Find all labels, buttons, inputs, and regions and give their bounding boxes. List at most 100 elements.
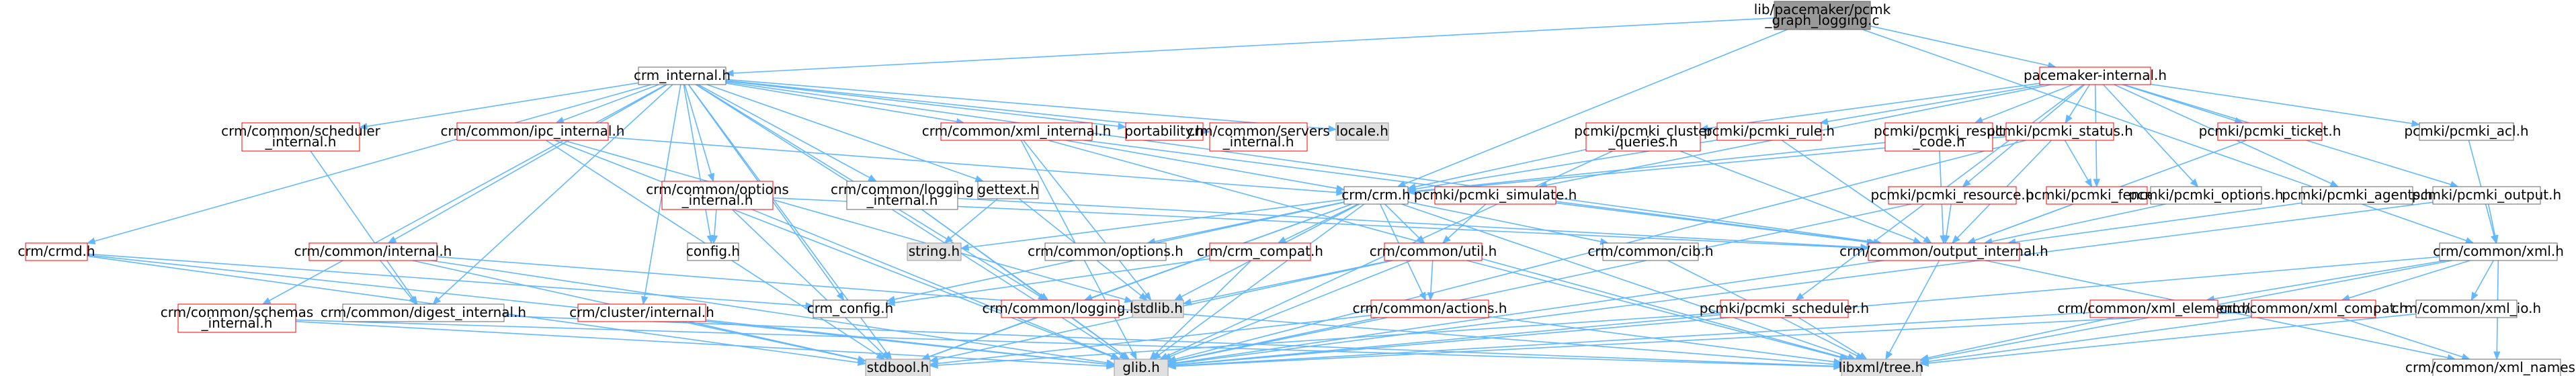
- node-box: [1868, 242, 2020, 261]
- node-label: crm/common/xml.h: [2433, 243, 2564, 259]
- node-label: crm/crmd.h: [17, 243, 95, 259]
- node-label: glib.h: [1122, 359, 1160, 375]
- node-box: [1774, 1, 1871, 30]
- node-xml-internal[interactable]: crm/common/xml_internal.h: [922, 122, 1112, 141]
- node-label: pcmki/pcmki_status.h: [1987, 123, 2133, 139]
- edge-crm_internal-to-locale: [725, 79, 1337, 133]
- node-common-util[interactable]: crm/common/util.h: [1370, 242, 1497, 261]
- node-pcmki-resource[interactable]: pcmki/pcmki_resource.h: [1871, 186, 2034, 205]
- edge-crm_compat-to-crm_config: [886, 258, 1210, 306]
- edge-common_util-to-stdlib: [1182, 260, 1392, 306]
- node-common-logging[interactable]: crm/common/logging.h: [982, 299, 1138, 318]
- node-label: crm/common/logging.h: [982, 300, 1138, 316]
- node-label: crm/common/options: [646, 181, 789, 197]
- node-options-internal[interactable]: crm/common/options_internal.h: [646, 181, 789, 210]
- edge-pcmki_status-to-pcmki_fence: [2064, 140, 2093, 188]
- edge-crm_h-to-crm_compat: [1277, 203, 1359, 244]
- node-box: [2039, 66, 2151, 85]
- node-label: crm/common/ipc_internal.h: [441, 123, 625, 139]
- node-box: [2150, 186, 2262, 205]
- node-box: [907, 242, 962, 261]
- node-schemas-internal[interactable]: crm/common/schemas_internal.h: [161, 303, 314, 333]
- node-label: pcmki/pcmki_acl.h: [2404, 123, 2528, 139]
- edge-common_internal-to-digest_internal: [380, 260, 417, 306]
- node-box: [308, 242, 438, 261]
- edge-crm_internal-to-schemas_internal: [261, 84, 667, 305]
- node-common-options: crm/common/options.h: [1028, 242, 1183, 261]
- node-glib: glib.h: [1114, 359, 1169, 376]
- edge-xml_internal-to-crm_h: [1065, 140, 1345, 192]
- node-label: stdbool.h: [867, 359, 929, 375]
- node-common-internal[interactable]: crm/common/internal.h: [294, 242, 452, 261]
- edge-crm_internal-to-output_internal: [725, 81, 1882, 246]
- node-pcmki-fence[interactable]: pcmki/pcmki_fence.h: [2026, 186, 2168, 205]
- node-output-internal[interactable]: crm/common/output_internal.h: [1839, 242, 2048, 261]
- node-label: portability.h: [1124, 123, 1204, 139]
- node-label: pcmki/pcmki_simulate.h: [1414, 187, 1577, 203]
- node-portability[interactable]: portability.h: [1124, 122, 1204, 141]
- edge-pacemaker_internal-to-pcmki_ticket: [2122, 84, 2244, 124]
- edge-cluster_internal-to-glib: [705, 319, 1116, 368]
- node-servers-internal[interactable]: crm/common/servers_internal.h: [1187, 122, 1330, 152]
- node-box: [940, 122, 1093, 141]
- node-label: libxml/tree.h: [1839, 359, 1924, 375]
- node-pcmki-result-code[interactable]: pcmki/pcmki_result_code.h: [1874, 122, 2004, 152]
- node-box: [2432, 359, 2561, 376]
- edge-crm_h-to-common_cib: [1407, 201, 1610, 245]
- node-xml-element[interactable]: crm/common/xml_element.h: [2057, 299, 2251, 318]
- edge-crm_internal-to-crmd: [86, 84, 652, 244]
- node-crmd[interactable]: crm/crmd.h: [17, 242, 95, 261]
- node-label: pcmki/pcmki_fence.h: [2026, 187, 2168, 203]
- node-box: [1370, 299, 1489, 318]
- node-label: config.h: [686, 243, 740, 259]
- node-box: [177, 303, 296, 333]
- node-box: [1114, 359, 1169, 376]
- node-box: [1884, 122, 1993, 152]
- node-box: [2046, 186, 2148, 205]
- nodes-layer: lib/pacemaker/pcmk_graph_logging.ccrm_in…: [17, 1, 2576, 376]
- node-pcmki-status[interactable]: pcmki/pcmki_status.h: [1987, 122, 2133, 141]
- node-box: [2089, 299, 2218, 318]
- node-label: crm/crm_compat.h: [1197, 243, 1323, 259]
- node-label: crm/common/xml_compat.h: [2219, 300, 2407, 316]
- node-label: pacemaker-internal.h: [2024, 67, 2167, 83]
- node-ipc-internal[interactable]: crm/common/ipc_internal.h: [441, 122, 625, 141]
- node-pcmki-simulate[interactable]: pcmki/pcmki_simulate.h: [1414, 186, 1577, 205]
- edge-common_logging-to-glib: [1071, 317, 1130, 360]
- node-label: _code.h: [1912, 134, 1964, 150]
- node-locale: locale.h: [1335, 122, 1389, 141]
- node-pcmki-scheduler[interactable]: pcmki/pcmki_scheduler.h: [1700, 299, 1869, 318]
- node-box: [687, 242, 739, 261]
- edge-crm_internal-to-digest_internal: [432, 84, 673, 305]
- node-box: [2005, 122, 2114, 141]
- node-cluster-internal[interactable]: crm/cluster/internal.h: [569, 303, 714, 322]
- node-box: [1720, 299, 1849, 318]
- node-box: [2217, 122, 2323, 141]
- node-crm-compat[interactable]: crm/crm_compat.h: [1197, 242, 1323, 261]
- node-label: crm/common/xml_element.h: [2057, 300, 2250, 316]
- node-label: pcmki/pcmki_result: [1874, 123, 2004, 139]
- node-stdbool: stdbool.h: [865, 359, 931, 376]
- node-label: crm/common/xml_internal.h: [922, 123, 1112, 139]
- edge-gettext-to-string: [944, 198, 999, 244]
- node-pacemaker-internal[interactable]: pacemaker-internal.h: [2024, 66, 2167, 85]
- node-pcmki-output: pcmki/pcmki_output.h: [2412, 186, 2561, 205]
- node-label: crm/common/scheduler: [221, 123, 381, 139]
- node-stdlib: stdlib.h: [1132, 299, 1184, 318]
- edge-pcmki_scheduler-to-libxml_tree: [1798, 317, 1868, 360]
- node-pcmki-cluster-queries[interactable]: pcmki/pcmki_cluster_queries.h: [1574, 122, 1712, 152]
- node-common-actions[interactable]: crm/common/actions.h: [1353, 299, 1507, 318]
- edge-options_internal-to-config: [710, 209, 718, 244]
- node-label: pcmki/pcmki_resource.h: [1871, 187, 2034, 203]
- node-scheduler-internal[interactable]: crm/common/scheduler_internal.h: [221, 122, 381, 152]
- node-gettext: gettext.h: [977, 181, 1039, 199]
- node-label: crm/common/xml_names.h: [2405, 359, 2576, 375]
- node-box: [1335, 122, 1389, 141]
- node-xml-compat[interactable]: crm/common/xml_compat.h: [2219, 299, 2408, 318]
- node-pcmki-rule[interactable]: pcmki/pcmki_rule.h: [1704, 122, 1835, 141]
- edge-common_xml-to-xml_io: [2470, 260, 2494, 301]
- node-label: pcmki/pcmki_options.h: [2128, 187, 2283, 203]
- node-pcmki-ticket[interactable]: pcmki/pcmki_ticket.h: [2199, 122, 2341, 141]
- edge-crm_internal-to-portability: [725, 80, 1127, 130]
- node-label: locale.h: [1336, 123, 1388, 139]
